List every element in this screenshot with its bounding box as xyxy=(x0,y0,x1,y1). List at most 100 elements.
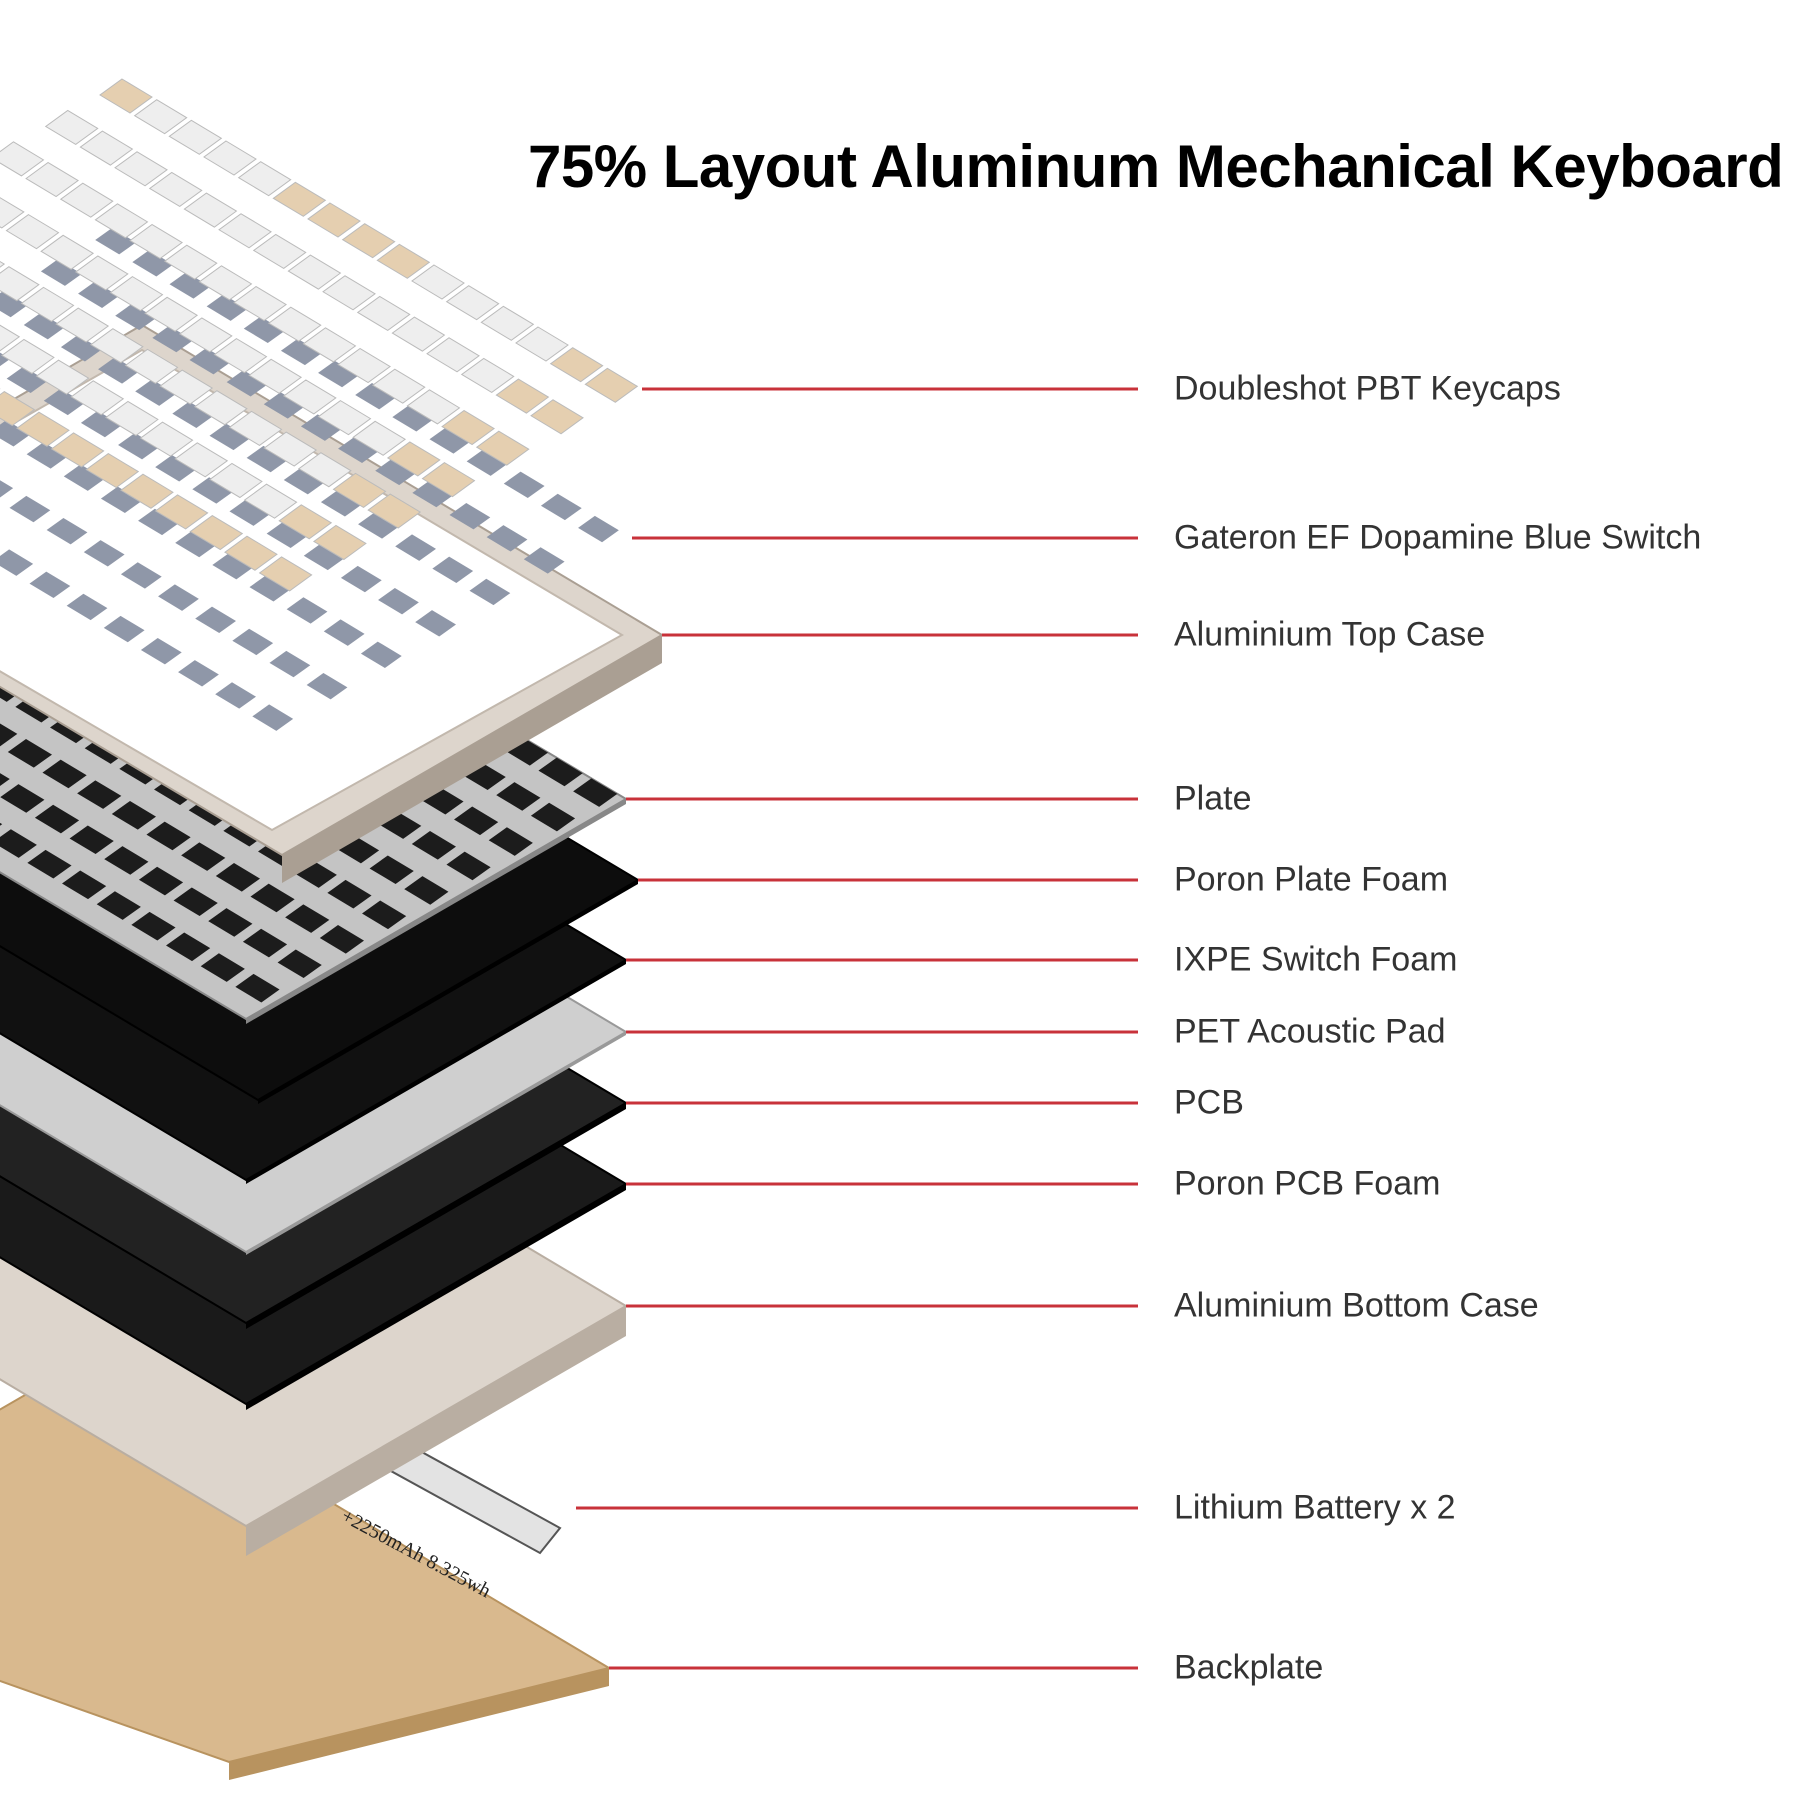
keycap xyxy=(460,357,515,394)
switch xyxy=(303,543,345,571)
component-label: Poron PCB Foam xyxy=(1174,1164,1441,1203)
keycap xyxy=(20,286,75,322)
switch xyxy=(263,392,305,419)
switch xyxy=(469,578,511,606)
bottom-case-edge xyxy=(246,1306,626,1556)
switch xyxy=(540,493,582,521)
plate-cutout xyxy=(104,846,149,875)
keycap xyxy=(104,400,159,437)
switch xyxy=(578,515,619,543)
keycap xyxy=(198,265,253,301)
plate-cutout xyxy=(138,866,184,896)
switch xyxy=(0,290,28,318)
switch xyxy=(466,449,508,476)
plate-cutout xyxy=(27,849,72,879)
keycap xyxy=(228,410,283,446)
keycap xyxy=(94,203,149,239)
keycap xyxy=(154,494,209,530)
keycap xyxy=(0,141,45,177)
keycap xyxy=(44,109,99,146)
switches xyxy=(0,228,619,731)
keycap xyxy=(263,431,318,467)
keycap xyxy=(148,171,203,208)
page-title: 75% Layout Aluminum Mechanical Keyboard xyxy=(528,133,1784,200)
keycap xyxy=(421,462,476,498)
switch xyxy=(269,650,311,678)
switch xyxy=(415,610,456,637)
plate-edge xyxy=(246,799,626,1024)
switch xyxy=(189,348,231,375)
keycap xyxy=(406,389,461,425)
component-label: Plate xyxy=(1174,779,1252,818)
keycap xyxy=(163,244,218,280)
plate-cutout xyxy=(538,757,583,787)
switch xyxy=(80,410,122,438)
switch xyxy=(140,638,182,665)
keycap xyxy=(367,493,422,529)
keycap xyxy=(307,202,361,238)
component-label: PCB xyxy=(1174,1083,1244,1122)
plate-cutout xyxy=(166,932,211,962)
keycap xyxy=(278,504,333,540)
switch xyxy=(355,383,396,410)
keycap xyxy=(252,233,307,270)
keycap xyxy=(258,556,313,592)
keycap xyxy=(168,119,223,155)
keycap xyxy=(391,316,446,352)
plate-cutout xyxy=(77,780,122,809)
switch xyxy=(132,250,174,277)
keycap xyxy=(133,99,188,135)
poron-pcb-foam-edge xyxy=(246,1184,626,1410)
keycap xyxy=(312,524,367,561)
switch xyxy=(360,641,402,668)
keycap xyxy=(332,472,387,508)
plate-cutout xyxy=(327,879,372,909)
keycap xyxy=(549,347,604,383)
switch xyxy=(300,414,342,441)
keycap xyxy=(178,317,233,353)
switch xyxy=(100,486,142,513)
switch xyxy=(243,316,285,343)
switch xyxy=(232,628,274,656)
switch xyxy=(206,294,248,321)
switch xyxy=(120,562,162,589)
keycap xyxy=(70,380,125,416)
keycap xyxy=(50,432,105,468)
keycap xyxy=(584,367,639,403)
keycap xyxy=(183,192,238,228)
switch xyxy=(395,534,436,561)
switch xyxy=(212,553,254,580)
keycap xyxy=(411,264,465,300)
switch xyxy=(43,388,85,416)
keycap xyxy=(317,400,372,436)
plate-cutout xyxy=(131,911,176,941)
switch xyxy=(215,682,256,709)
switch xyxy=(318,360,359,388)
keycap xyxy=(159,369,214,405)
plate-cutout xyxy=(42,759,87,789)
switch xyxy=(0,420,31,447)
switch xyxy=(9,495,51,523)
keycap xyxy=(0,260,6,268)
keycap xyxy=(376,243,431,279)
switch xyxy=(23,313,65,340)
component-label: Lithium Battery x 2 xyxy=(1174,1488,1456,1527)
plate-cutout xyxy=(69,825,114,855)
switch xyxy=(280,338,322,366)
switch xyxy=(503,471,545,498)
switch xyxy=(523,547,565,574)
keycap xyxy=(0,390,36,427)
switch xyxy=(95,228,136,255)
plate-cutout xyxy=(208,908,253,937)
plate-cutout xyxy=(454,806,499,836)
keycap xyxy=(139,421,194,457)
switch xyxy=(449,503,491,530)
keycap xyxy=(16,411,70,447)
switch xyxy=(226,370,268,397)
component-label: Poron Plate Foam xyxy=(1174,860,1449,899)
switch xyxy=(266,521,308,548)
plate-cutout xyxy=(0,773,10,787)
keycap xyxy=(248,358,303,394)
component-label: Aluminium Top Case xyxy=(1174,615,1486,654)
